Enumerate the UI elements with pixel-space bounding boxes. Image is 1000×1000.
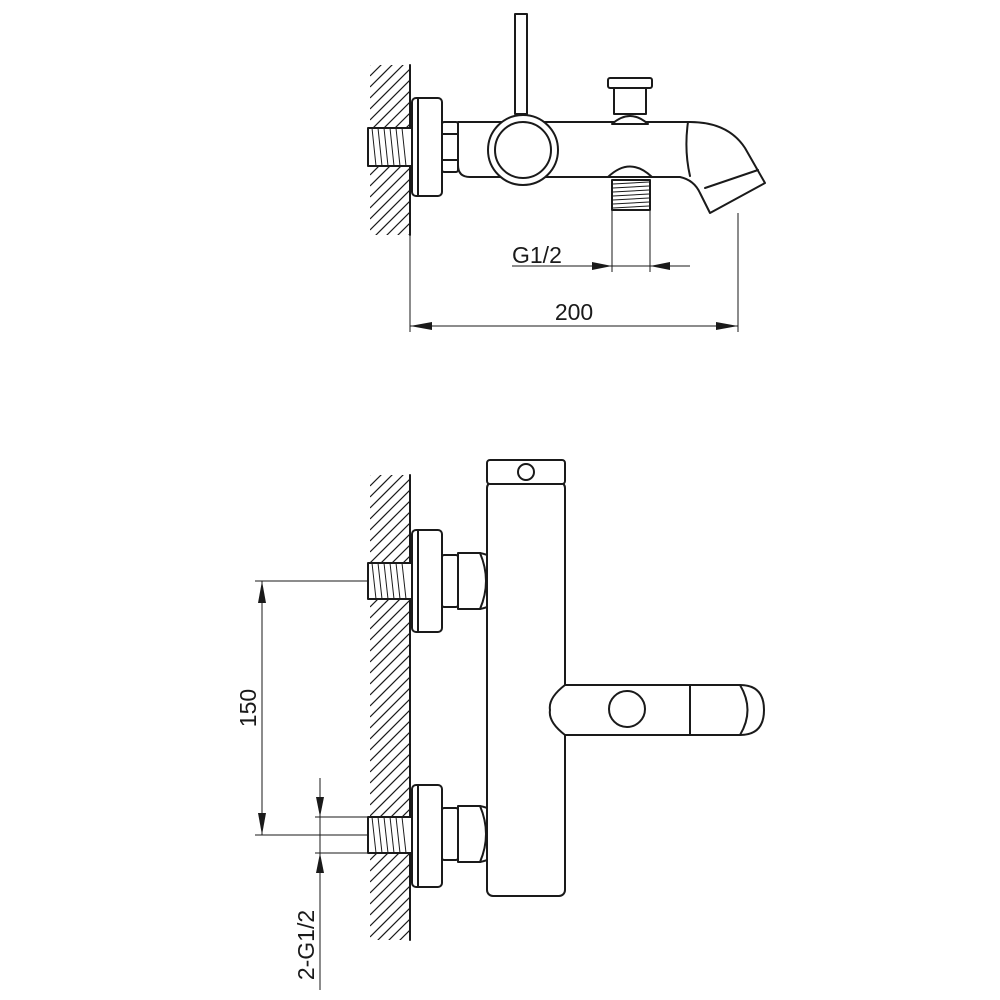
handle-top — [487, 13, 559, 186]
wall-hatch-side — [370, 474, 411, 941]
mixer-body-side — [486, 459, 566, 897]
top-view: G1/2 200 — [367, 13, 766, 332]
outlet-thread-label: G1/2 — [512, 242, 562, 268]
inlet-spacing-label: 150 — [235, 689, 261, 727]
outlet-thread-dimension: G1/2 — [512, 210, 690, 272]
inlet-thread-dimension: 2-G1/2 — [293, 778, 368, 990]
side-view: 150 2-G1/2 — [235, 459, 765, 990]
upper-inlet — [367, 529, 506, 633]
inlet-pipe-top — [367, 127, 415, 167]
overall-length-label: 200 — [555, 299, 593, 325]
connector-nut-top — [441, 121, 459, 173]
outlet-thread-top — [607, 165, 653, 211]
inlet-spacing-dimension: 150 — [235, 580, 368, 836]
overall-length-dimension: 200 — [409, 213, 739, 332]
inlet-thread-label: 2-G1/2 — [293, 910, 319, 980]
wall-flange-top — [411, 97, 443, 197]
handle-side — [548, 684, 765, 736]
lower-inlet — [367, 784, 506, 888]
diverter-knob-top — [607, 77, 653, 125]
